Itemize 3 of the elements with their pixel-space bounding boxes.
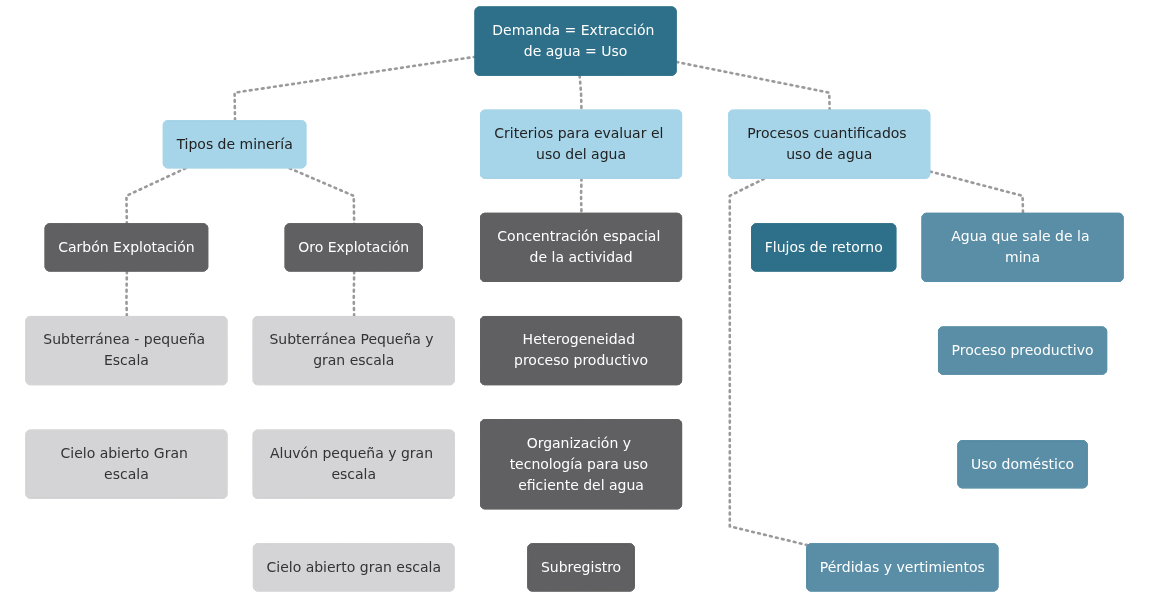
connector [578,74,583,112]
connector [728,177,810,547]
connector [675,60,831,112]
